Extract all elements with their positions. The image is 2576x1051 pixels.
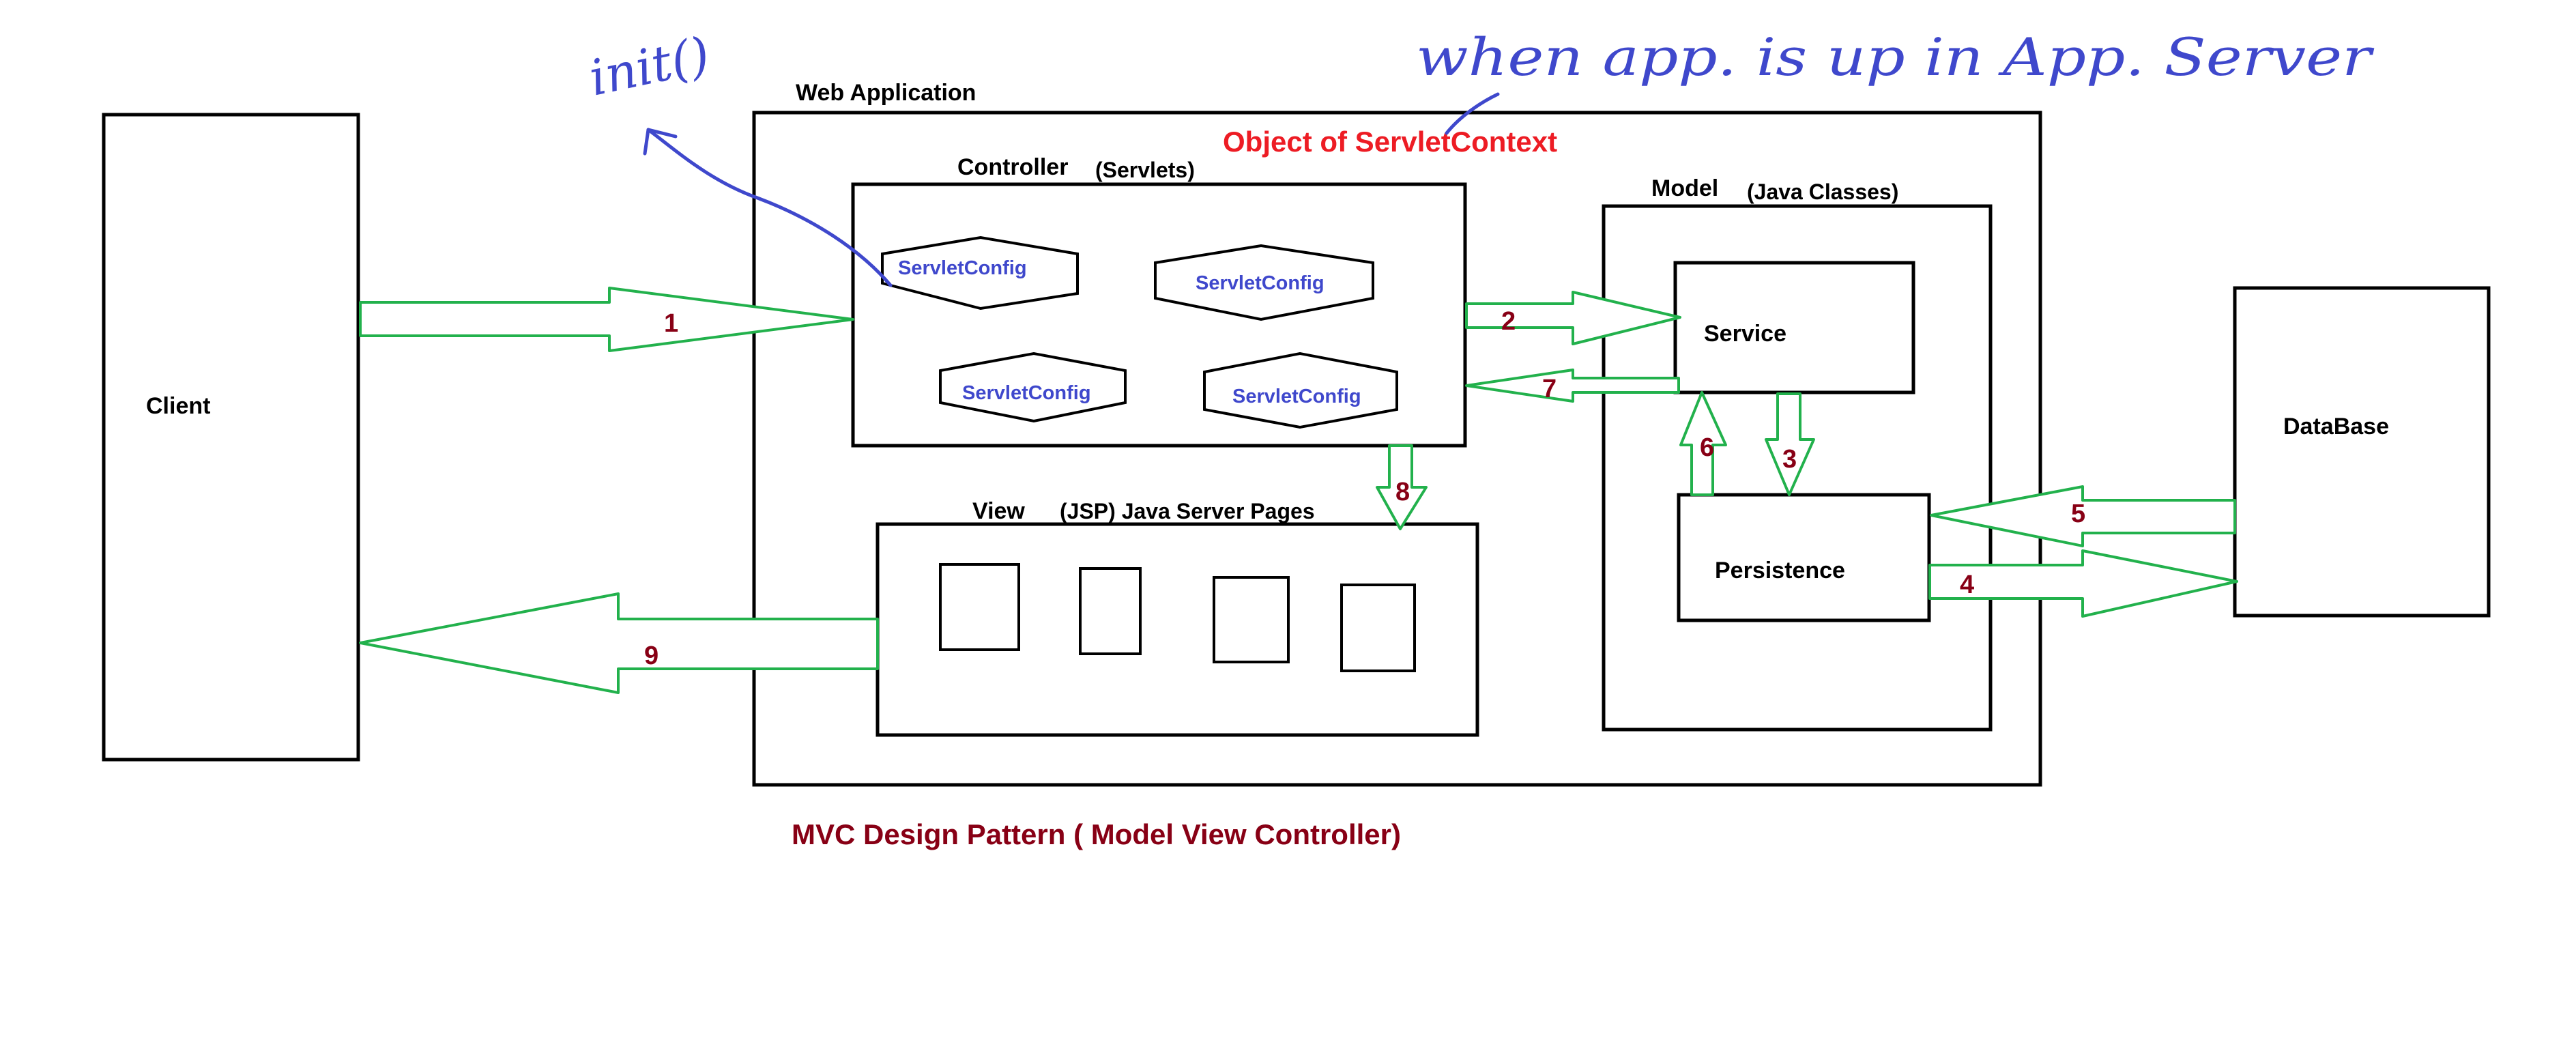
flow-number-7: 7	[1542, 375, 1557, 403]
web-application-label: Web Application	[796, 80, 976, 106]
servlet-config-label: ServletConfig	[1196, 272, 1325, 294]
flow-arrow-5	[1930, 485, 2236, 547]
persistence-label: Persistence	[1715, 558, 1845, 584]
servlet-config-hexagon	[1154, 244, 1374, 321]
servlet-config-hexagon	[1203, 351, 1398, 429]
flow-number-9: 9	[644, 642, 659, 670]
flow-number-6: 6	[1700, 433, 1714, 462]
jsp-page	[1213, 576, 1290, 663]
jsp-page	[939, 563, 1020, 651]
view-box	[875, 522, 1479, 737]
controller-label: Controller	[957, 154, 1068, 180]
diagram-caption: MVC Design Pattern ( Model View Controll…	[792, 818, 1401, 850]
flow-number-2: 2	[1501, 307, 1516, 336]
java-classes-label: (Java Classes)	[1747, 179, 1898, 204]
servlet-context-pointer	[1445, 92, 1500, 135]
flow-arrow-1	[359, 287, 854, 352]
flow-arrow-2	[1465, 291, 1681, 345]
client-box	[102, 113, 360, 762]
web-application-box	[752, 111, 2042, 787]
database-label: DataBase	[2283, 414, 2389, 440]
flow-number-4: 4	[1960, 571, 1974, 599]
view-label: View	[972, 498, 1025, 524]
model-box	[1602, 204, 1993, 732]
init-annotation: init()	[584, 26, 714, 107]
servlet-config-label: ServletConfig	[898, 257, 1027, 279]
flow-arrow-7	[1465, 369, 1680, 403]
jsp-page	[1079, 567, 1142, 655]
jsp-page	[1340, 584, 1416, 672]
database-box	[2233, 286, 2491, 618]
persistence-box	[1677, 493, 1931, 622]
flow-arrow-4	[1928, 549, 2238, 618]
init-pointer-line	[646, 128, 893, 287]
servlet-config-label: ServletConfig	[962, 382, 1091, 404]
when-app-up-annotation: when app. is up in App. Server	[1416, 27, 2375, 87]
init-pointer-arrowhead	[643, 128, 678, 156]
model-label: Model	[1651, 175, 1718, 201]
service-label: Service	[1704, 321, 1786, 347]
flow-arrow-9	[359, 592, 879, 694]
flow-number-5: 5	[2071, 500, 2085, 528]
flow-number-1: 1	[664, 309, 678, 338]
servlet-config-hexagon	[939, 351, 1127, 423]
jsp-label: (JSP) Java Server Pages	[1060, 499, 1315, 523]
client-label: Client	[146, 393, 210, 419]
servlet-config-label: ServletConfig	[1232, 386, 1361, 407]
servlet-config-hexagon	[881, 235, 1079, 311]
flow-arrow-3	[1765, 392, 1815, 496]
flow-number-8: 8	[1395, 478, 1410, 506]
servlets-label: (Servlets)	[1095, 158, 1195, 182]
flow-arrow-6	[1679, 391, 1727, 496]
servlet-context-label: Object of ServletContext	[1223, 126, 1557, 158]
flow-number-3: 3	[1782, 445, 1797, 474]
flow-arrow-8	[1376, 444, 1428, 530]
